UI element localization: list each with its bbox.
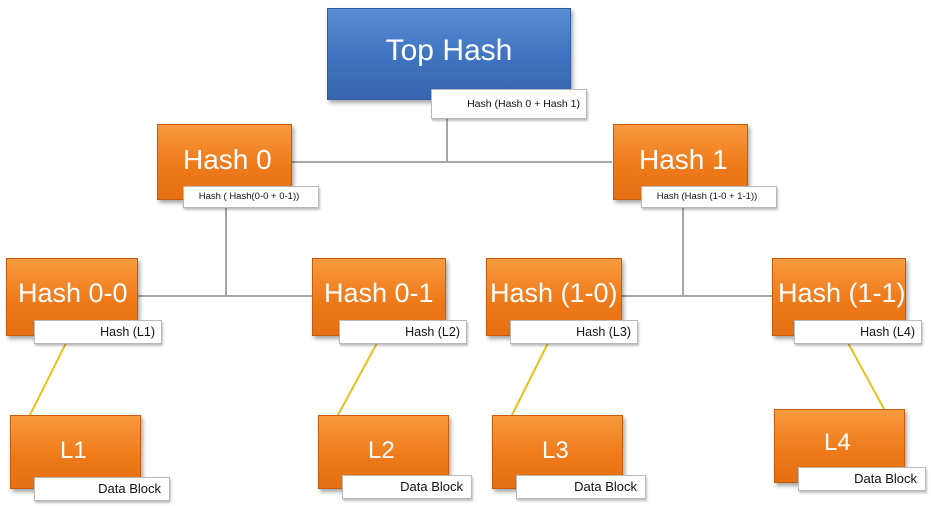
node-leaf-l4-subtitle: Data Block [798, 467, 926, 491]
node-hash-1-title: Hash 1 [639, 144, 728, 175]
connector-hash10-l3 [511, 342, 549, 416]
node-top-hash-title: Top Hash [385, 34, 513, 67]
node-hash-0-0-title: Hash 0-0 [18, 278, 128, 308]
node-hash-1-1-title: Hash (1-1) [778, 278, 906, 308]
node-leaf-l1-subtitle: Data Block [34, 477, 170, 501]
node-leaf-l3-subtitle: Data Block [516, 475, 646, 499]
node-hash-1-subtitle: Hash (Hash (1-0 + 1-1)) [641, 186, 777, 208]
node-hash-0-0-subtitle: Hash (L1) [34, 320, 162, 344]
node-hash-1-1-subtitle: Hash (L4) [794, 320, 922, 344]
node-hash-0-1-title: Hash 0-1 [324, 278, 434, 308]
node-hash-0-title: Hash 0 [183, 144, 272, 175]
node-leaf-l3-title: L3 [542, 437, 569, 464]
node-hash-1-0-title: Hash (1-0) [490, 278, 618, 308]
node-leaf-l1-box [10, 415, 141, 489]
connector-hash11-l4 [847, 342, 885, 410]
node-hash-0-1-subtitle: Hash (L2) [339, 320, 467, 344]
node-top-hash-subtitle: Hash (Hash 0 + Hash 1) [431, 89, 587, 119]
connector-hash00-l1 [29, 342, 67, 416]
node-leaf-l1-title: L1 [60, 437, 87, 464]
node-leaf-l2-subtitle: Data Block [342, 475, 472, 499]
connector-hash01-l2 [337, 342, 378, 416]
node-leaf-l4-title: L4 [824, 429, 851, 456]
node-hash-0-subtitle: Hash ( Hash(0-0 + 0-1)) [183, 186, 319, 208]
node-leaf-l2-title: L2 [368, 437, 395, 464]
node-hash-1-0-subtitle: Hash (L3) [510, 320, 638, 344]
